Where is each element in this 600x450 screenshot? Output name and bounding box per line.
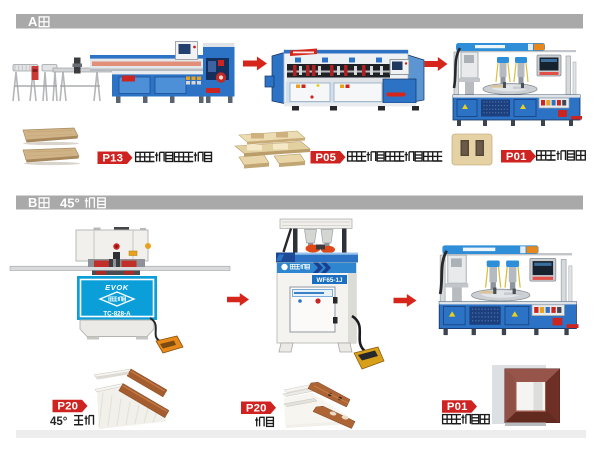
svg-text:P20: P20 [246,402,267,414]
svg-text:P13: P13 [102,152,123,164]
svg-text:WF65-1J: WF65-1J [317,277,343,284]
svg-text:P01: P01 [506,151,527,163]
svg-text:45°: 45° [50,416,68,428]
svg-text:EVOK: EVOK [105,283,129,292]
svg-text:P01: P01 [447,401,468,413]
svg-text:P20: P20 [57,401,78,413]
svg-text:P05: P05 [315,152,336,164]
svg-text:B: B [28,195,37,210]
svg-text:TC-828-A: TC-828-A [103,311,131,318]
svg-text:45°: 45° [60,196,80,211]
svg-text:A: A [28,14,38,29]
